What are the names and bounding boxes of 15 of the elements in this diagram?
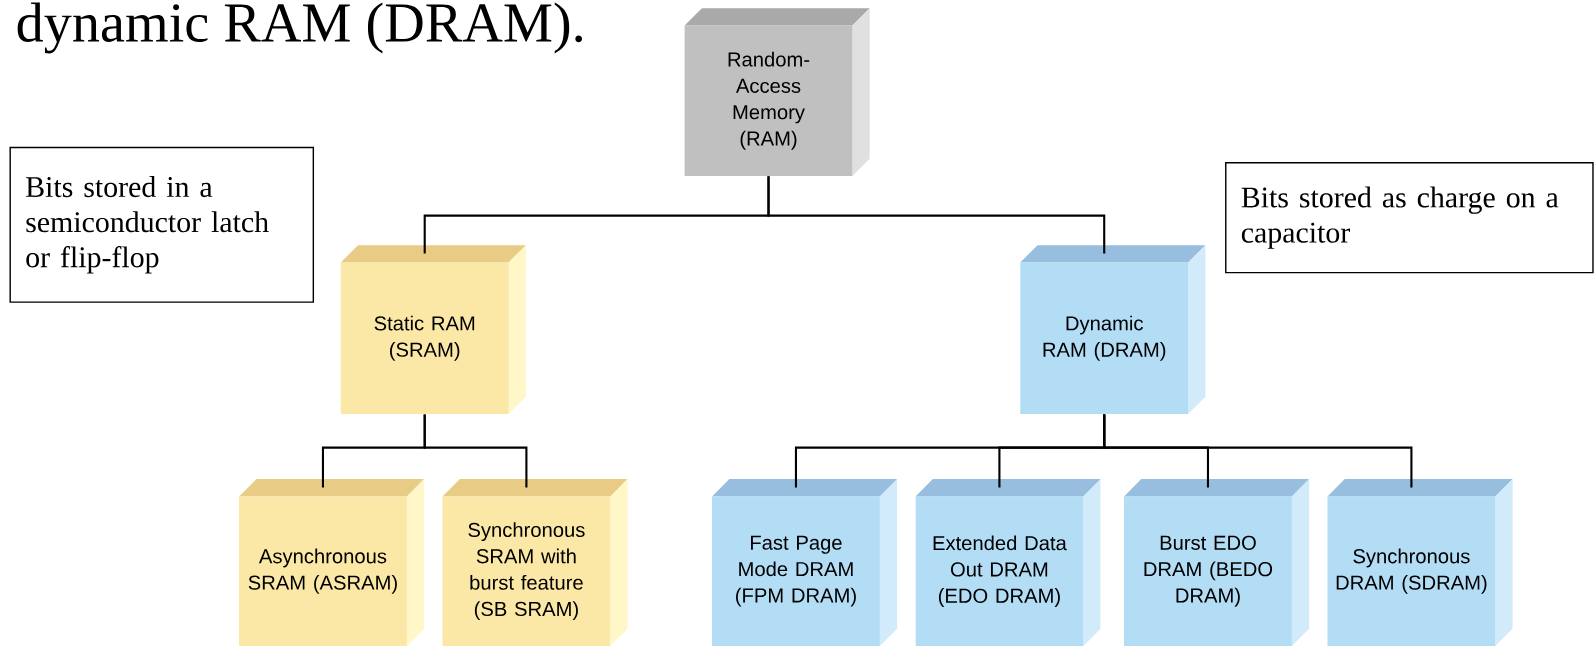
connector-line bbox=[423, 414, 528, 488]
cube-box: Extended Data Out DRAM (EDO DRAM) bbox=[915, 479, 1101, 646]
heading-text: dynamic RAM (DRAM). bbox=[17, 2, 582, 54]
cube-box: Static RAM (SRAM) bbox=[340, 245, 526, 415]
cube-box: Fast Page Mode DRAM (FPM DRAM) bbox=[712, 479, 898, 646]
note-box: Bits stored in a semiconductor latch or flip-flop bbox=[9, 146, 315, 303]
cube-box: Burst EDO DRAM (BEDO DRAM) bbox=[1124, 479, 1310, 646]
cube-box: Synchronous SRAM with burst feature (SB SRAM) bbox=[442, 479, 628, 646]
connector-line bbox=[767, 176, 1106, 254]
cube-box: Synchronous DRAM (SDRAM) bbox=[1327, 479, 1513, 646]
cube-box: Asynchronous SRAM (ASRAM) bbox=[239, 479, 425, 646]
connector-line bbox=[1103, 414, 1413, 488]
note-box: Bits stored as charge on a capacitor bbox=[1225, 162, 1594, 274]
cube-box: Random-Access Memory (RAM) bbox=[684, 8, 870, 176]
cube-box: Dynamic RAM (DRAM) bbox=[1020, 245, 1206, 415]
